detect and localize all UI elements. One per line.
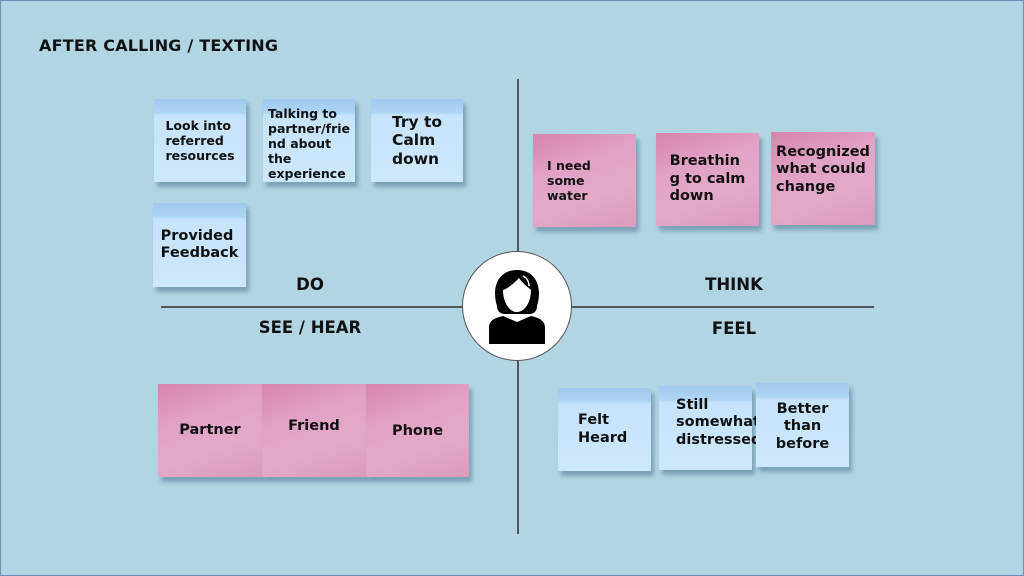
- sticky-note-see-hear[interactable]: Phone: [366, 384, 469, 477]
- sticky-note-do[interactable]: Look into referred resources: [154, 99, 246, 182]
- sticky-note-text: Partner: [179, 421, 241, 438]
- quadrant-label-think: THINK: [705, 275, 763, 294]
- sticky-note-text: Friend: [288, 417, 340, 434]
- sticky-note-feel[interactable]: Better than before: [756, 383, 849, 467]
- sticky-note-do[interactable]: Provided Feedback: [153, 203, 246, 287]
- sticky-note-think[interactable]: I need some water: [533, 134, 636, 227]
- sticky-note-text: I need some water: [547, 158, 591, 203]
- sticky-note-text: Talking to partner/frie nd about the exp…: [268, 106, 350, 181]
- sticky-note-do[interactable]: Try to Calm down: [371, 99, 463, 182]
- sticky-note-see-hear[interactable]: Partner: [158, 384, 262, 477]
- sticky-note-text: Look into referred resources: [165, 118, 235, 163]
- person-avatar-icon: [489, 270, 545, 344]
- sticky-note-text: Better than before: [775, 400, 830, 452]
- quadrant-label-see-hear: SEE / HEAR: [258, 318, 362, 337]
- sticky-note-do[interactable]: Talking to partner/frie nd about the exp…: [263, 99, 355, 182]
- quadrant-label-do: DO: [296, 275, 324, 294]
- sticky-note-text: Try to Calm down: [391, 112, 443, 168]
- sticky-note-think[interactable]: Breathin g to calm down: [656, 133, 759, 226]
- sticky-note-text: Still somewhat distressed: [676, 396, 762, 448]
- sticky-note-text: Breathin g to calm down: [669, 153, 746, 205]
- quadrant-label-feel: FEEL: [711, 319, 757, 338]
- sticky-note-think[interactable]: Recognized what could change: [771, 132, 875, 225]
- sticky-note-feel[interactable]: Still somewhat distressed: [659, 386, 761, 470]
- persona-avatar: [462, 251, 572, 361]
- page-title: AFTER CALLING / TEXTING: [39, 36, 279, 55]
- sticky-note-feel[interactable]: Felt Heard: [558, 388, 651, 471]
- sticky-note-text: Provided Feedback: [160, 227, 239, 261]
- sticky-note-text: Phone: [391, 422, 444, 439]
- sticky-note-text: Felt Heard: [578, 412, 628, 446]
- sticky-note-text: Recognized what could change: [776, 144, 870, 195]
- sticky-note-see-hear[interactable]: Friend: [262, 384, 366, 477]
